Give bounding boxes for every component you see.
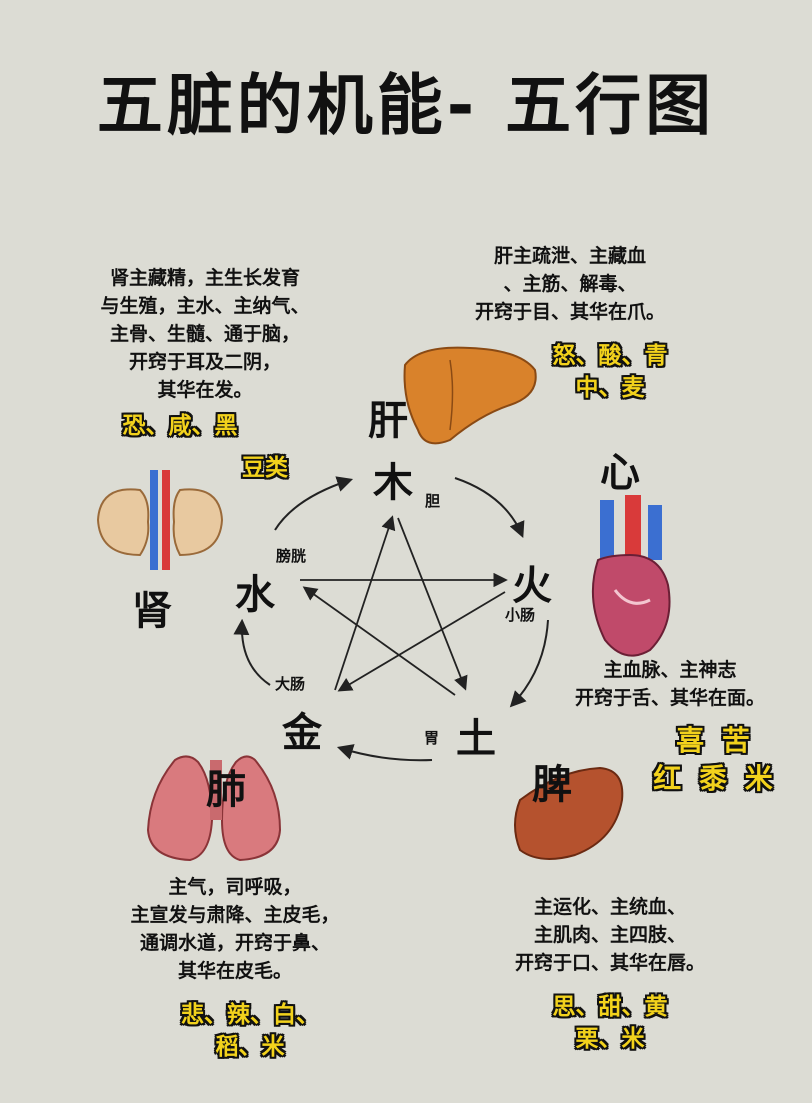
controlling-star xyxy=(300,515,508,696)
paired-small-intestine: 小肠 xyxy=(505,606,536,624)
arrow-metal-wood xyxy=(334,515,396,691)
arrow-wood-fire xyxy=(454,477,525,538)
kidney-attributes: 恐、咸、黑 xyxy=(122,413,238,439)
heart-description: 主血脉、主神志 开窍于舌、其华在面。 xyxy=(574,659,765,709)
spleen-attributes: 思、甜、黄 栗、米 xyxy=(552,994,668,1052)
page-title: 五脏的机能- 五行图 xyxy=(96,67,716,144)
organ-kidney: 肾 xyxy=(132,588,172,634)
heart-attributes: 喜 苦 红 黍 米 xyxy=(653,724,777,795)
element-earth: 土 xyxy=(456,716,496,762)
arrow-water-wood xyxy=(274,476,354,531)
heart-illustration xyxy=(591,495,671,657)
element-fire: 火 xyxy=(512,563,552,609)
generating-cycle xyxy=(233,476,549,762)
arrow-wood-earth xyxy=(397,517,468,691)
organ-heart: 心 xyxy=(600,450,640,496)
arrow-earth-water xyxy=(302,586,456,696)
spleen-description: 主运化、主统血、 主肌肉、主四肢、 开窍于口、其华在唇。 xyxy=(514,896,705,974)
paired-large-intestine: 大肠 xyxy=(275,675,306,693)
lung-description: 主气，司呼吸， 主宣发与肃降、主皮毛， 通调水道，开窍于鼻、 其华在皮毛。 xyxy=(130,876,340,982)
spleen-illustration xyxy=(514,766,624,860)
liver-attributes: 怒、酸、青 中、麦 xyxy=(552,343,668,401)
kidney-illustration xyxy=(96,470,224,570)
organ-liver: 肝 xyxy=(368,398,408,444)
organ-lung: 肺 xyxy=(206,767,246,813)
liver-description: 肝主疏泄、主藏血 、主筋、解毒、 开窍于目、其华在爪。 xyxy=(474,245,665,323)
paired-bladder: 膀胱 xyxy=(276,547,307,565)
kidney-food: 豆类 xyxy=(242,455,288,481)
paired-gallbladder: 胆 xyxy=(425,492,441,510)
element-water: 水 xyxy=(235,572,275,618)
paired-stomach: 胃 xyxy=(424,729,440,747)
organ-spleen: 脾 xyxy=(532,762,572,808)
lung-illustration xyxy=(146,755,282,862)
element-metal: 金 xyxy=(282,710,322,756)
kidney-description: 肾主藏精，主生长发育 与生殖，主水、主纳气、 主骨、生髓、通于脑， 开窍于耳及二… xyxy=(100,267,310,401)
arrow-earth-metal xyxy=(336,744,433,762)
element-wood: 木 xyxy=(373,460,413,506)
arrow-fire-earth xyxy=(509,619,549,708)
arrow-fire-metal xyxy=(337,591,506,692)
liver-illustration xyxy=(403,346,537,445)
lung-attributes: 悲、辣、白、 稻、米 xyxy=(181,1002,319,1060)
arrow-metal-water xyxy=(233,618,271,686)
